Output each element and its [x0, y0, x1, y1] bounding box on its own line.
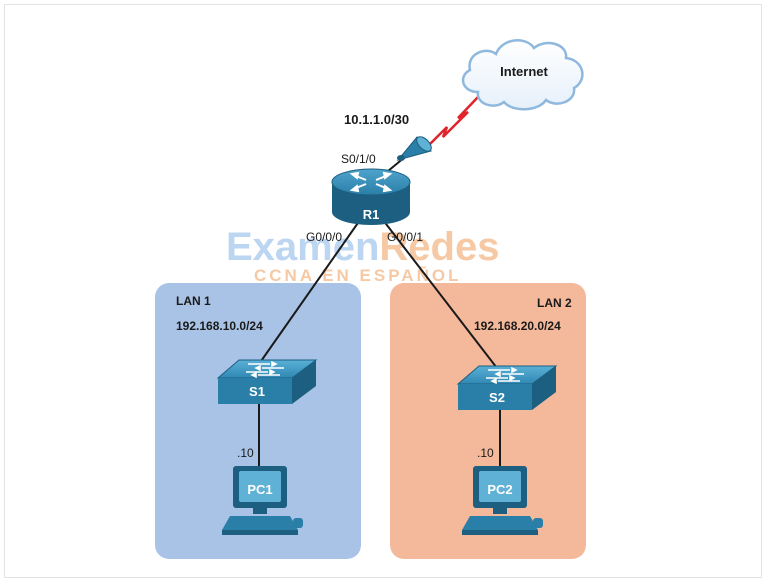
pc1-host-address: .10: [237, 446, 254, 460]
wan-modem-icon: [396, 136, 432, 161]
router-if-right-label: G0/0/1: [387, 230, 423, 244]
lan2-title: LAN 2: [537, 296, 572, 310]
lan1-network: 192.168.10.0/24: [176, 319, 263, 333]
lan2-network: 192.168.20.0/24: [474, 319, 561, 333]
switch-s2-label: S2: [489, 390, 505, 405]
watermark-part-b: Redes: [379, 225, 499, 269]
pc2-label: PC2: [487, 482, 512, 497]
pc1-label: PC1: [247, 482, 272, 497]
lan1-title: LAN 1: [176, 294, 211, 308]
pc-icon: [462, 466, 543, 535]
cloud-icon: [461, 39, 584, 111]
svg-text:ExamenRedes: ExamenRedes: [226, 225, 499, 269]
serial-link-icon: [424, 96, 479, 150]
pc-icon: [222, 466, 303, 535]
switch-icon: [456, 365, 558, 410]
cloud-label: Internet: [500, 64, 548, 79]
router-label: R1: [363, 207, 380, 222]
router-icon: [331, 168, 411, 225]
watermark-subtitle: CCNA EN ESPAÑOL: [254, 265, 461, 285]
link-r1-s1: [258, 219, 361, 365]
watermark-part-a: Examen: [226, 225, 379, 269]
link-r1-s2: [382, 219, 501, 373]
wan-interface-label: S0/1/0: [341, 152, 376, 166]
wan-network-label: 10.1.1.0/30: [344, 112, 409, 127]
switch-icon: [216, 359, 318, 404]
diagram-frame: [4, 4, 762, 578]
pc2-host-address: .10: [477, 446, 494, 460]
lan2-area: [390, 283, 586, 559]
watermark: ExamenRedes CCNA EN ESPAÑOL: [226, 225, 499, 285]
switch-s1-label: S1: [249, 384, 265, 399]
router-if-left-label: G0/0/0: [306, 230, 342, 244]
